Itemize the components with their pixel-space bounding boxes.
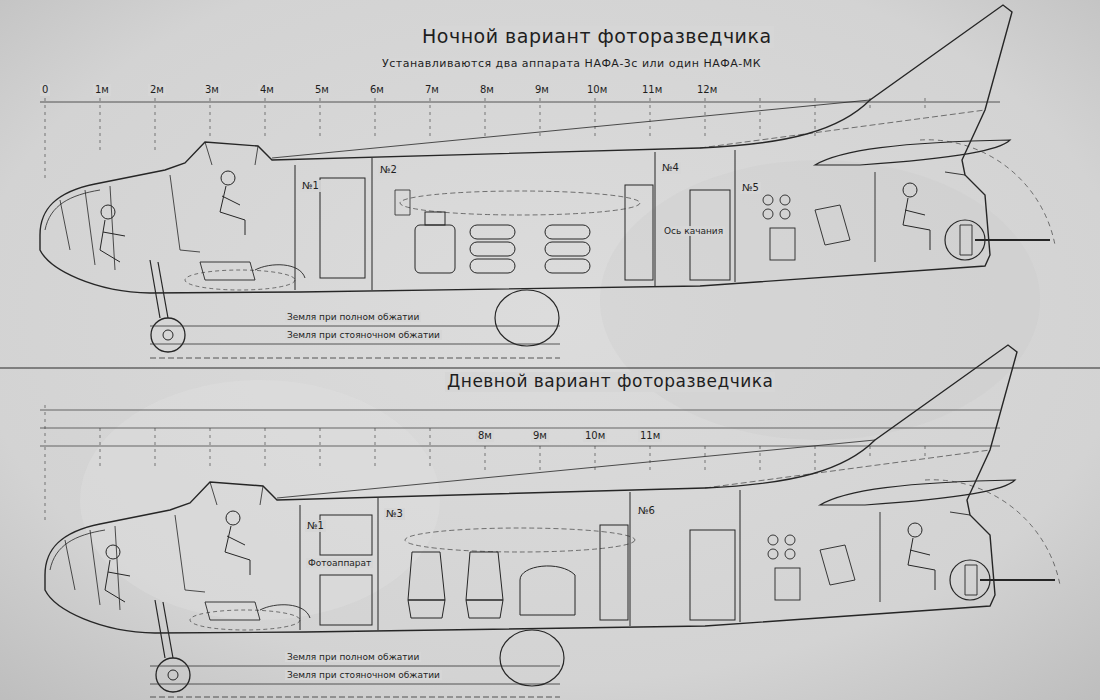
equipment-label: Фотоаппарат xyxy=(306,558,373,568)
frame-number: №6 xyxy=(636,505,657,517)
frame-number: №4 xyxy=(660,162,681,174)
station-mark: 9м xyxy=(531,430,549,442)
station-mark: 9м xyxy=(533,84,551,96)
ground-line-note: Земля при полном обжатии xyxy=(285,312,421,322)
frame-number: №5 xyxy=(740,182,761,194)
station-mark: 11м xyxy=(640,84,664,96)
station-mark: 10м xyxy=(585,84,609,96)
station-mark: 6м xyxy=(368,84,386,96)
frame-number: №1 xyxy=(300,180,321,192)
station-mark: 2м xyxy=(148,84,166,96)
axis-note: Ось качания xyxy=(662,226,725,236)
drawing-heading: Дневной вариант фоторазведчика xyxy=(445,372,775,392)
drawing-heading: Ночной вариант фоторазведчика xyxy=(420,26,774,48)
station-mark: 7м xyxy=(423,84,441,96)
frame-number: №1 xyxy=(305,520,326,532)
frame-number: №2 xyxy=(378,164,399,176)
frame-number: №3 xyxy=(384,508,405,520)
station-mark: 0 xyxy=(40,84,50,96)
station-mark: 8м xyxy=(478,84,496,96)
ground-line-note: Земля при стояночном обжатии xyxy=(285,670,442,680)
ground-line-note: Земля при стояночном обжатии xyxy=(285,330,442,340)
station-mark: 10м xyxy=(583,430,607,442)
drawing-subheading: Устанавливаются два аппарата НАФА-3с или… xyxy=(380,58,763,71)
station-mark: 12м xyxy=(695,84,719,96)
station-mark: 4м xyxy=(258,84,276,96)
ground-line-note: Земля при полном обжатии xyxy=(285,652,421,662)
station-mark: 1м xyxy=(93,84,111,96)
station-mark: 3м xyxy=(203,84,221,96)
station-mark: 11м xyxy=(638,430,662,442)
station-mark: 8м xyxy=(476,430,494,442)
station-mark: 5м xyxy=(313,84,331,96)
